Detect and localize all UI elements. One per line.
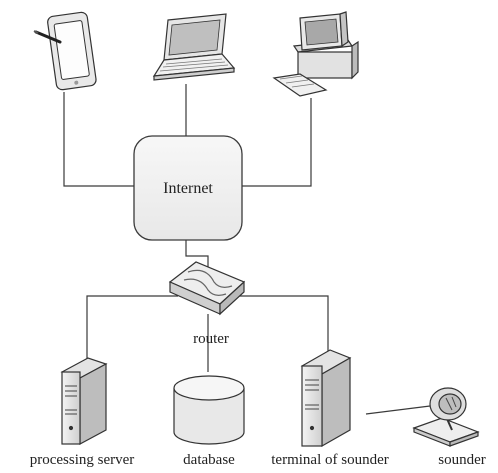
connection-lines <box>63 84 431 415</box>
router-label: router <box>193 331 229 347</box>
internet-hub: Internet <box>133 135 243 241</box>
link-router-terminal <box>236 295 329 352</box>
router-icon <box>168 261 246 316</box>
sounder-label: sounder <box>438 452 486 468</box>
laptop-icon <box>152 13 236 81</box>
processing-server-icon <box>60 357 108 446</box>
sounder-dish-icon <box>412 387 480 447</box>
tablet-icon <box>33 11 97 91</box>
terminal-server-icon <box>300 349 352 448</box>
terminal-of-sounder-label: terminal of sounder <box>271 452 388 468</box>
internet-label: Internet <box>163 180 213 197</box>
link-desktop-internet <box>242 98 312 187</box>
processing-server-label: processing server <box>30 452 135 468</box>
desktop-computer-icon <box>272 11 359 97</box>
link-router-processing-server <box>86 295 178 362</box>
database-cylinder-icon <box>173 375 245 445</box>
database-label: database <box>183 452 235 468</box>
link-terminal-sounder <box>365 405 431 415</box>
link-internet-router <box>185 240 209 270</box>
link-tablet-internet <box>63 92 134 187</box>
